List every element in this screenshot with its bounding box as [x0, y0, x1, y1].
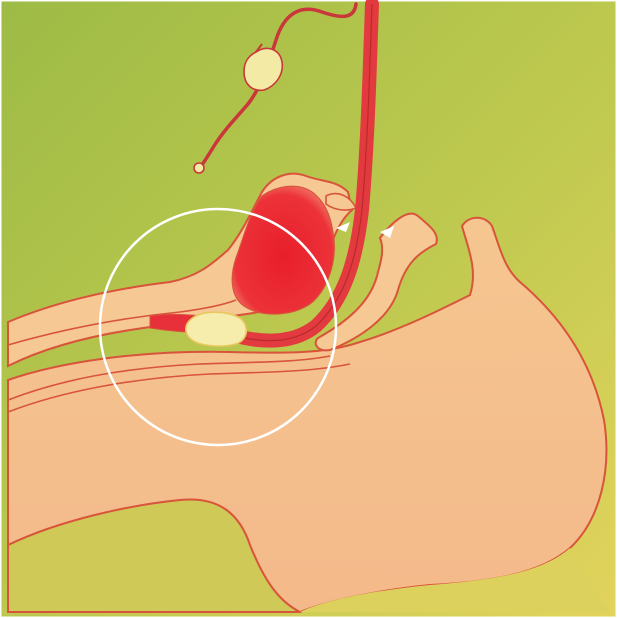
cuff-balloon	[186, 312, 247, 346]
valve-tip	[194, 163, 204, 173]
